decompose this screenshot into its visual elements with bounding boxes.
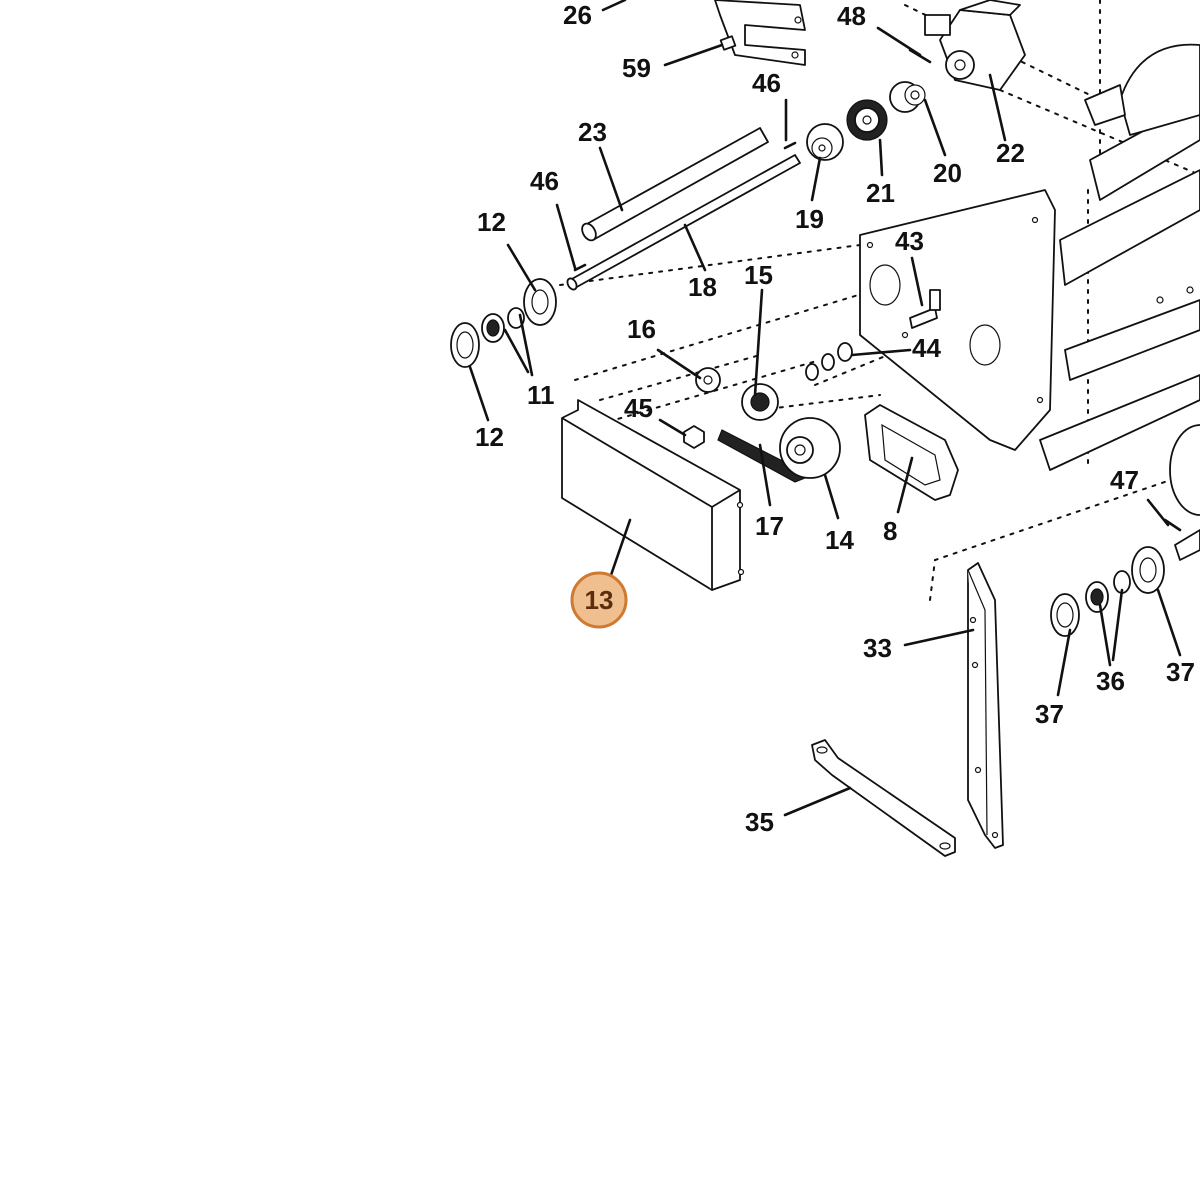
sprocket-14: [779, 417, 841, 479]
chain-guard-13: [561, 399, 745, 591]
callout-46-mid[interactable]: 46: [530, 166, 559, 196]
callout-22[interactable]: 22: [996, 138, 1025, 168]
sprocket-19: [806, 123, 844, 161]
highlighted-callout-13[interactable]: 13: [570, 571, 628, 629]
leader-lines: [468, 0, 1182, 817]
callout-20[interactable]: 20: [933, 158, 962, 188]
sprocket-15: [741, 383, 779, 421]
sprocket-16: [695, 367, 721, 393]
bearing-flange-12-left: [450, 322, 480, 368]
callout-36[interactable]: 36: [1096, 666, 1125, 696]
highlight-marker[interactable]: [570, 571, 628, 629]
callout-17[interactable]: 17: [755, 511, 784, 541]
top-bracket: [714, 0, 806, 66]
callout-48[interactable]: 48: [837, 1, 866, 31]
callout-14[interactable]: 14: [825, 525, 854, 555]
callout-18[interactable]: 18: [688, 272, 717, 302]
callout-35[interactable]: 35: [745, 807, 774, 837]
bearing-36: [1085, 570, 1131, 613]
callout-37-right[interactable]: 37: [1166, 657, 1195, 687]
shaft-18: [566, 141, 801, 291]
cover-8: [864, 404, 959, 501]
callout-12-top[interactable]: 12: [477, 207, 506, 237]
bearing-flange-37-right: [1131, 546, 1165, 594]
nut-45: [683, 425, 705, 449]
strap-35: [811, 739, 956, 857]
callout-13[interactable]: 13: [585, 585, 614, 615]
side-plate: [859, 189, 1056, 451]
sprocket-20: [889, 81, 926, 113]
bearing-flange-37-left: [1050, 593, 1080, 637]
callout-46-top[interactable]: 46: [752, 68, 781, 98]
shaft-23: [581, 127, 769, 242]
callout-15[interactable]: 15: [744, 260, 773, 290]
callout-21[interactable]: 21: [866, 178, 895, 208]
bolt-47: [1163, 518, 1182, 532]
bearing-flange-12-right: [523, 278, 557, 326]
sprocket-21: [846, 99, 888, 141]
bolt-43: [909, 289, 941, 329]
frame-housing: [1039, 43, 1200, 471]
bracket-33: [967, 562, 1004, 849]
callout-8[interactable]: 8: [883, 516, 897, 546]
callout-11[interactable]: 11: [527, 380, 555, 410]
gearbox: [924, 0, 1026, 91]
bearing-11: [481, 307, 525, 343]
callout-labels: 26 48 59 46 23 22 21 20 19 46 12 18 43 1…: [475, 0, 1195, 837]
callout-37-left[interactable]: 37: [1035, 699, 1064, 729]
callout-45[interactable]: 45: [624, 393, 653, 423]
washers-44: [805, 342, 853, 381]
callout-16[interactable]: 16: [627, 314, 656, 344]
callout-26[interactable]: 26: [563, 0, 592, 30]
callout-47[interactable]: 47: [1110, 465, 1139, 495]
callout-19[interactable]: 19: [795, 204, 824, 234]
callout-59[interactable]: 59: [622, 53, 651, 83]
callout-23[interactable]: 23: [578, 117, 607, 147]
shaft-right: [1169, 424, 1200, 561]
callout-43[interactable]: 43: [895, 226, 924, 256]
callout-12-bottom[interactable]: 12: [475, 422, 504, 452]
callout-44[interactable]: 44: [912, 333, 941, 363]
callout-33[interactable]: 33: [863, 633, 892, 663]
